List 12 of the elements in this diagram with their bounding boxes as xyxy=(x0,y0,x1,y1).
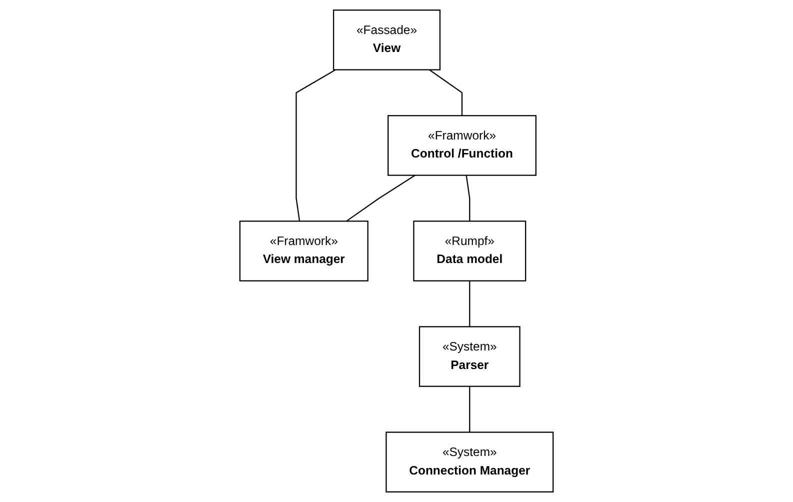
node-box: «System» Connection Manager xyxy=(386,432,554,492)
connector xyxy=(346,174,416,222)
node-box: «Framwork» Control /Function xyxy=(388,115,536,176)
node-box: «System» Parser xyxy=(418,326,520,387)
connector xyxy=(466,175,470,222)
node-box: «Fassade» View xyxy=(332,10,441,70)
connector xyxy=(469,280,470,327)
node-box: «Framwork» View manager xyxy=(239,220,368,282)
connector xyxy=(469,386,470,432)
node-box: «Rumpf» Data model xyxy=(413,220,526,282)
connector xyxy=(428,69,463,116)
connector xyxy=(296,69,336,222)
